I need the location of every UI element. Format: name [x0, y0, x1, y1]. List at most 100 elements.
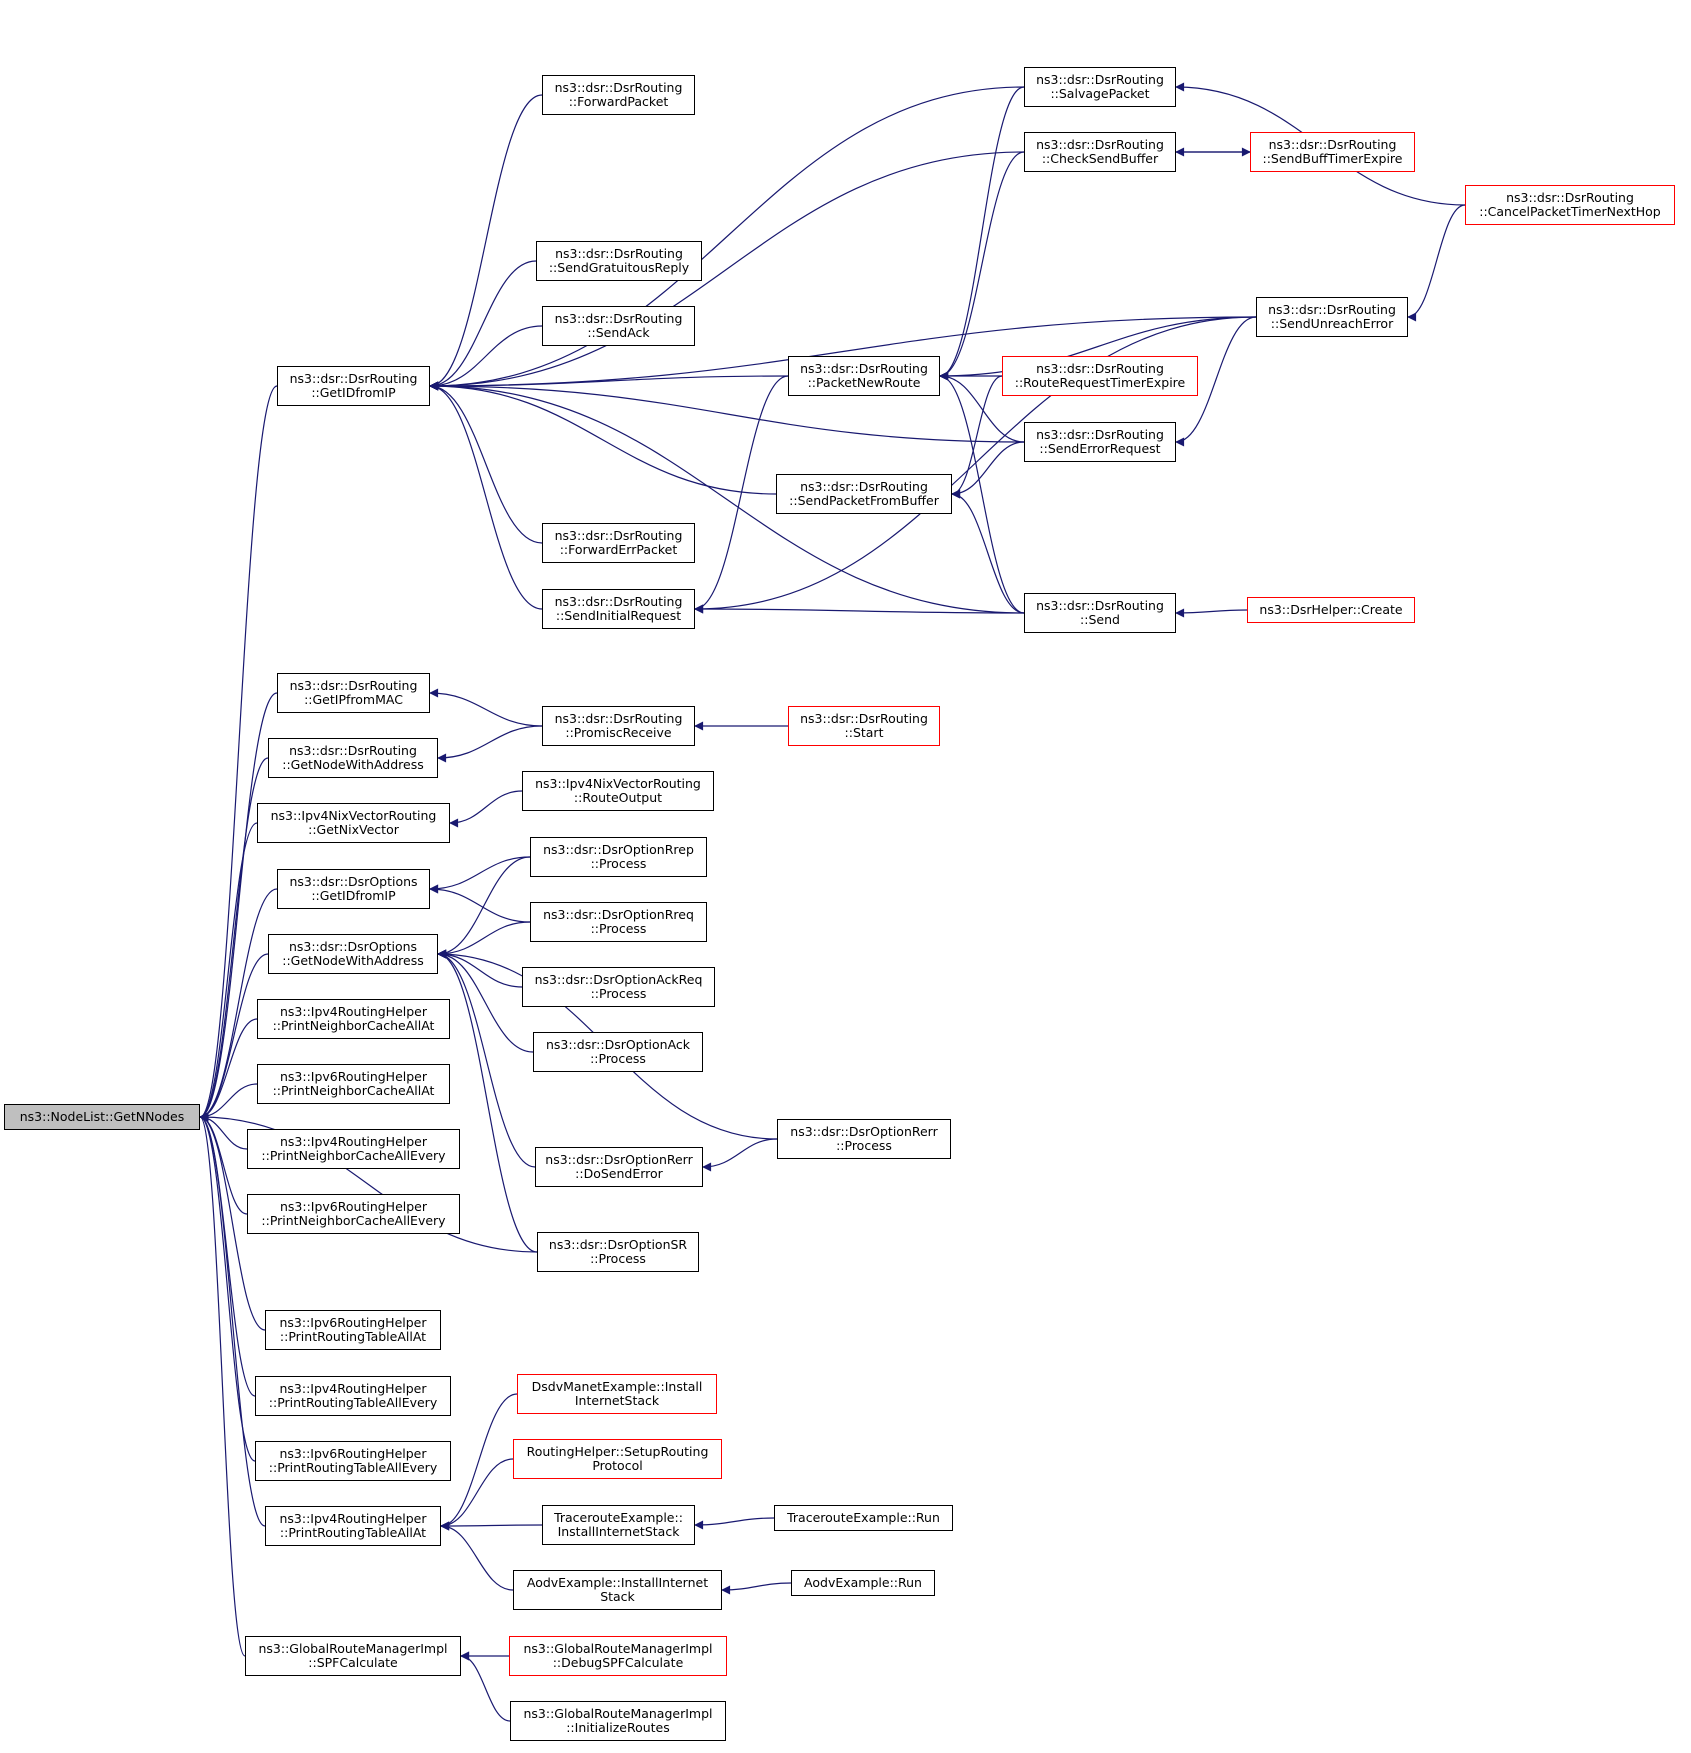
- node-getnodewithaddress[interactable]: ns3::dsr::DsrRouting::GetNodeWithAddress: [268, 738, 438, 778]
- node-salvage[interactable]: ns3::dsr::DsrRouting::SalvagePacket: [1024, 67, 1176, 107]
- edge-sendfrombuffer-to-getidfromip: [429, 381, 777, 495]
- node-label-line: ns3::Ipv6RoutingHelper: [279, 1315, 427, 1330]
- node-sendinitial[interactable]: ns3::dsr::DsrRouting::SendInitialRequest: [542, 589, 695, 629]
- node-label-line: ns3::DsrHelper::Create: [1259, 602, 1403, 617]
- node-rerrprocess[interactable]: ns3::dsr::DsrOptionRerr::Process: [777, 1119, 951, 1159]
- node-spf[interactable]: ns3::GlobalRouteManagerImpl::SPFCalculat…: [245, 1636, 461, 1676]
- node-label-line: ::Process: [590, 986, 647, 1001]
- node-label-line: ::PrintNeighborCacheAllAt: [272, 1083, 435, 1098]
- node-sendbufftimer[interactable]: ns3::dsr::DsrRouting::SendBuffTimerExpir…: [1250, 132, 1415, 172]
- node-getidfromip[interactable]: ns3::dsr::DsrRouting::GetIDfromIP: [277, 366, 430, 406]
- node-forwardpacket[interactable]: ns3::dsr::DsrRouting::ForwardPacket: [542, 75, 695, 115]
- node-v4_pncae[interactable]: ns3::Ipv4RoutingHelper::PrintNeighborCac…: [247, 1129, 460, 1169]
- node-packetnewroute[interactable]: ns3::dsr::DsrRouting::PacketNewRoute: [788, 356, 940, 396]
- node-dsrhelper[interactable]: ns3::DsrHelper::Create: [1247, 597, 1415, 623]
- node-opt_getidfromip[interactable]: ns3::dsr::DsrOptions::GetIDfromIP: [277, 869, 430, 909]
- node-label-line: ::SendAck: [587, 325, 650, 340]
- edge-senderrreq-to-sendfrombuffer: [951, 441, 1025, 499]
- node-label-line: ns3::Ipv6RoutingHelper: [279, 1446, 427, 1461]
- node-v6_prtaa[interactable]: ns3::Ipv6RoutingHelper::PrintRoutingTabl…: [265, 1310, 441, 1350]
- node-label-line: ::SendInitialRequest: [555, 608, 682, 623]
- node-rreq[interactable]: ns3::dsr::DsrOptionRreq::Process: [530, 902, 707, 942]
- node-label-line: ns3::dsr::DsrRouting: [289, 743, 417, 758]
- node-label-line: ::PrintRoutingTableAllEvery: [268, 1460, 438, 1475]
- node-dosenderror[interactable]: ns3::dsr::DsrOptionRerr::DoSendError: [535, 1147, 703, 1187]
- node-v6_pncaa[interactable]: ns3::Ipv6RoutingHelper::PrintNeighborCac…: [257, 1064, 450, 1104]
- node-senderrreq[interactable]: ns3::dsr::DsrRouting::SendErrorRequest: [1024, 422, 1176, 462]
- node-label-line: ns3::dsr::DsrRouting: [554, 711, 683, 726]
- node-label-line: ns3::Ipv4RoutingHelper: [279, 1511, 427, 1526]
- edge-sendunreach-to-senderrreq: [1175, 316, 1257, 447]
- node-start[interactable]: ns3::dsr::DsrRouting::Start: [788, 706, 940, 746]
- edge-setuprouting-to-v4_prtaa: [440, 1458, 514, 1531]
- node-label-line: ::CheckSendBuffer: [1041, 151, 1159, 166]
- node-promisc[interactable]: ns3::dsr::DsrRouting::PromiscReceive: [542, 706, 695, 746]
- node-label-line: ::SPFCalculate: [308, 1655, 398, 1670]
- edge-v6_prtaa-to-root: [199, 1112, 266, 1331]
- node-label-line: ns3::dsr::DsrRouting: [1268, 137, 1397, 152]
- node-opt_getnode[interactable]: ns3::dsr::DsrOptions::GetNodeWithAddress: [268, 934, 438, 974]
- node-aodvrun[interactable]: AodvExample::Run: [791, 1570, 935, 1596]
- node-routeoutput[interactable]: ns3::Ipv4NixVectorRouting::RouteOutput: [522, 771, 714, 811]
- edge-spf-to-root: [199, 1112, 246, 1657]
- node-label-line: ns3::Ipv4NixVectorRouting: [270, 808, 437, 823]
- node-rrtimer[interactable]: ns3::dsr::DsrRouting::RouteRequestTimerE…: [1002, 356, 1198, 396]
- edge-sr-to-root: [199, 1112, 538, 1253]
- edge-checksend-to-getidfromip: [429, 151, 1025, 391]
- node-v6_pncae[interactable]: ns3::Ipv6RoutingHelper::PrintNeighborCac…: [247, 1194, 460, 1234]
- node-debugspf[interactable]: ns3::GlobalRouteManagerImpl::DebugSPFCal…: [509, 1636, 727, 1676]
- node-cancelpacket[interactable]: ns3::dsr::DsrRouting::CancelPacketTimerN…: [1465, 185, 1675, 225]
- node-label-line: ns3::dsr::DsrRouting: [1036, 427, 1164, 442]
- edge-opt_getnode-to-root: [199, 953, 269, 1122]
- node-label-line: ::Process: [836, 1138, 892, 1153]
- node-sendgratuitous[interactable]: ns3::dsr::DsrRouting::SendGratuitousRepl…: [536, 241, 702, 281]
- node-label-line: InstallInternetStack: [557, 1524, 680, 1539]
- node-root: ns3::NodeList::GetNNodes: [4, 1104, 200, 1130]
- node-label-line: ns3::dsr::DsrRouting: [554, 528, 683, 543]
- node-label-line: ns3::dsr::DsrRouting: [1036, 72, 1164, 87]
- node-sendfrombuffer[interactable]: ns3::dsr::DsrRouting::SendPacketFromBuff…: [776, 474, 952, 514]
- edge-sendgratuitous-to-getidfromip: [429, 260, 537, 391]
- node-checksend[interactable]: ns3::dsr::DsrRouting::CheckSendBuffer: [1024, 132, 1176, 172]
- edge-send-to-sendinitial: [694, 604, 1025, 614]
- node-label-line: ::PrintNeighborCacheAllAt: [272, 1018, 435, 1033]
- node-sendunreach[interactable]: ns3::dsr::DsrRouting::SendUnreachError: [1256, 297, 1408, 337]
- node-v4_prtaa[interactable]: ns3::Ipv4RoutingHelper::PrintRoutingTabl…: [265, 1506, 441, 1546]
- node-label-line: ns3::dsr::DsrRouting: [800, 479, 928, 494]
- node-send[interactable]: ns3::dsr::DsrRouting::Send: [1024, 593, 1176, 633]
- node-label-line: ::PrintRoutingTableAllEvery: [268, 1395, 438, 1410]
- node-forwarderr[interactable]: ns3::dsr::DsrRouting::ForwardErrPacket: [542, 523, 695, 563]
- node-v4_pncaa[interactable]: ns3::Ipv4RoutingHelper::PrintNeighborCac…: [257, 999, 450, 1039]
- edge-aodvrun-to-aodvinstall: [721, 1582, 792, 1595]
- node-rrep[interactable]: ns3::dsr::DsrOptionRrep::Process: [530, 837, 707, 877]
- node-tracerun[interactable]: TracerouteExample::Run: [774, 1505, 953, 1531]
- node-label-line: TracerouteExample::Run: [787, 1510, 940, 1525]
- node-label-line: ns3::Ipv4NixVectorRouting: [535, 776, 701, 791]
- node-v4_prtae[interactable]: ns3::Ipv4RoutingHelper::PrintRoutingTabl…: [255, 1376, 451, 1416]
- edge-ackreq-to-opt_getnode: [437, 949, 523, 988]
- node-initroutes[interactable]: ns3::GlobalRouteManagerImpl::InitializeR…: [510, 1701, 726, 1741]
- node-label-line: ::PrintNeighborCacheAllEvery: [261, 1213, 446, 1228]
- node-getipfrommac[interactable]: ns3::dsr::DsrRouting::GetIPfromMAC: [277, 673, 430, 713]
- node-getnixvector[interactable]: ns3::Ipv4NixVectorRouting::GetNixVector: [257, 803, 450, 843]
- node-label-line: ns3::dsr::DsrRouting: [1036, 598, 1164, 613]
- node-ack[interactable]: ns3::dsr::DsrOptionAck::Process: [533, 1032, 703, 1072]
- node-sendack[interactable]: ns3::dsr::DsrRouting::SendAck: [542, 306, 695, 346]
- node-label-line: ns3::dsr::DsrRouting: [289, 678, 418, 693]
- node-label-line: ns3::dsr::DsrRouting: [289, 371, 418, 386]
- node-v6_prtae[interactable]: ns3::Ipv6RoutingHelper::PrintRoutingTabl…: [255, 1441, 451, 1481]
- edge-getnodewithaddress-to-root: [199, 757, 269, 1122]
- edge-v6_prtae-to-root: [199, 1112, 256, 1462]
- edge-routeoutput-to-getnixvector: [449, 790, 523, 828]
- node-sr[interactable]: ns3::dsr::DsrOptionSR::Process: [537, 1232, 699, 1272]
- node-ackreq[interactable]: ns3::dsr::DsrOptionAckReq::Process: [522, 967, 715, 1007]
- node-label-line: ::Start: [844, 725, 884, 740]
- node-label-line: ns3::dsr::DsrRouting: [554, 311, 683, 326]
- node-traceinstall[interactable]: TracerouteExample::InstallInternetStack: [542, 1505, 695, 1545]
- node-label-line: ns3::dsr::DsrRouting: [554, 80, 683, 95]
- node-label-line: ::Send: [1080, 612, 1120, 627]
